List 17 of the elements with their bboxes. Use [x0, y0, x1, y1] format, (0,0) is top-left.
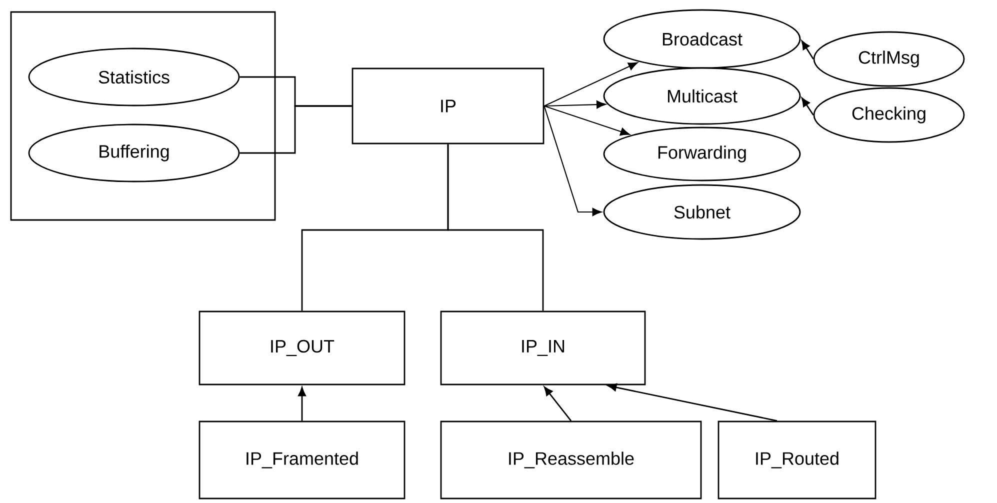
process-box: IP_IN: [440, 310, 646, 386]
connector: [447, 144, 544, 311]
process-box: IP: [352, 68, 544, 144]
connector: [544, 100, 606, 109]
connector: [544, 62, 638, 106]
connector: [240, 105, 352, 154]
connector: [801, 40, 814, 60]
process-box: IP_OUT: [198, 310, 406, 386]
connector: [544, 106, 602, 216]
process-box: IP_Framented: [198, 420, 406, 500]
process-box: IP_Reassemble: [440, 420, 702, 500]
connector: [544, 386, 572, 422]
connector: [298, 387, 306, 421]
connector: [544, 105, 630, 136]
connector: [608, 383, 778, 422]
connector: [801, 98, 814, 116]
process-box: IP_Routed: [718, 420, 876, 500]
